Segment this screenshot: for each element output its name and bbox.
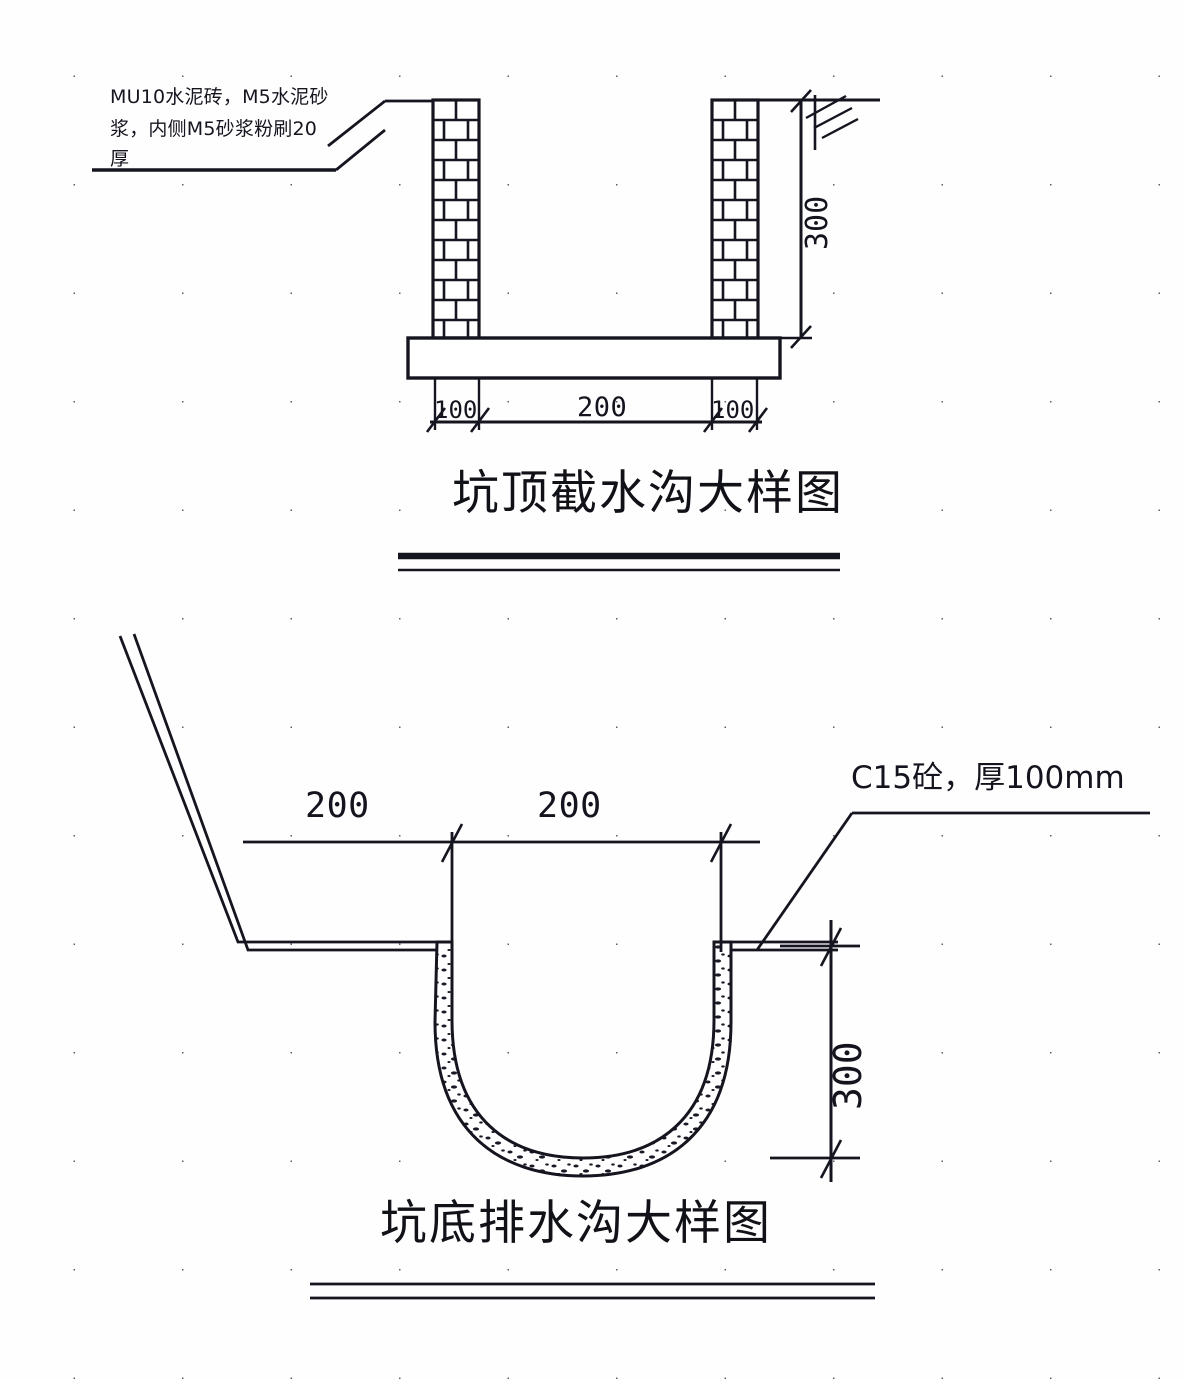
dimension-label-height-300-top: 300: [800, 195, 835, 250]
c15-leader-line: [755, 811, 1150, 951]
shoulder-right: [728, 940, 838, 952]
detail-top-title-underline: [398, 552, 840, 572]
dimension-label-channel-200-bottom: 200: [537, 786, 602, 826]
dimension-chain-bottom: [243, 823, 760, 952]
note-line-2: 浆，内侧M5砂浆粉刷20: [110, 118, 318, 140]
ditch-concrete-lining: [433, 940, 733, 1178]
dimension-depth-300-bottom: [770, 920, 860, 1182]
detail-top-geometry: [92, 89, 880, 433]
excavation-slope-left: [118, 633, 437, 952]
left-brick-wall: [431, 98, 481, 340]
detail-top-title: 坑顶截水沟大样图: [452, 466, 844, 521]
dimension-label-left-wall-100: 100: [434, 396, 478, 424]
note-leader-line: [92, 99, 433, 172]
ground-level-line: [758, 94, 880, 150]
detail-bottom-title-underline: [310, 1282, 875, 1300]
dimension-height-300-top: [758, 89, 812, 349]
right-brick-wall: [710, 98, 760, 340]
detail-bottom-title: 坑底排水沟大样图: [380, 1196, 772, 1251]
note-line-1: MU10水泥砖，M5水泥砂: [110, 86, 329, 108]
dimension-label-channel-200-top: 200: [577, 392, 628, 423]
detail-bottom-geometry: [118, 633, 1150, 1182]
c15-concrete-label: C15砼，厚100mm: [851, 760, 1125, 796]
dimension-label-right-wall-100: 100: [711, 396, 755, 424]
base-slab: [406, 336, 782, 380]
dimension-chain-top: [425, 378, 769, 433]
note-line-3: 厚: [110, 148, 130, 170]
dimension-label-left-shoulder-200: 200: [305, 786, 370, 826]
dimension-label-depth-300-bottom: 300: [826, 1041, 870, 1110]
